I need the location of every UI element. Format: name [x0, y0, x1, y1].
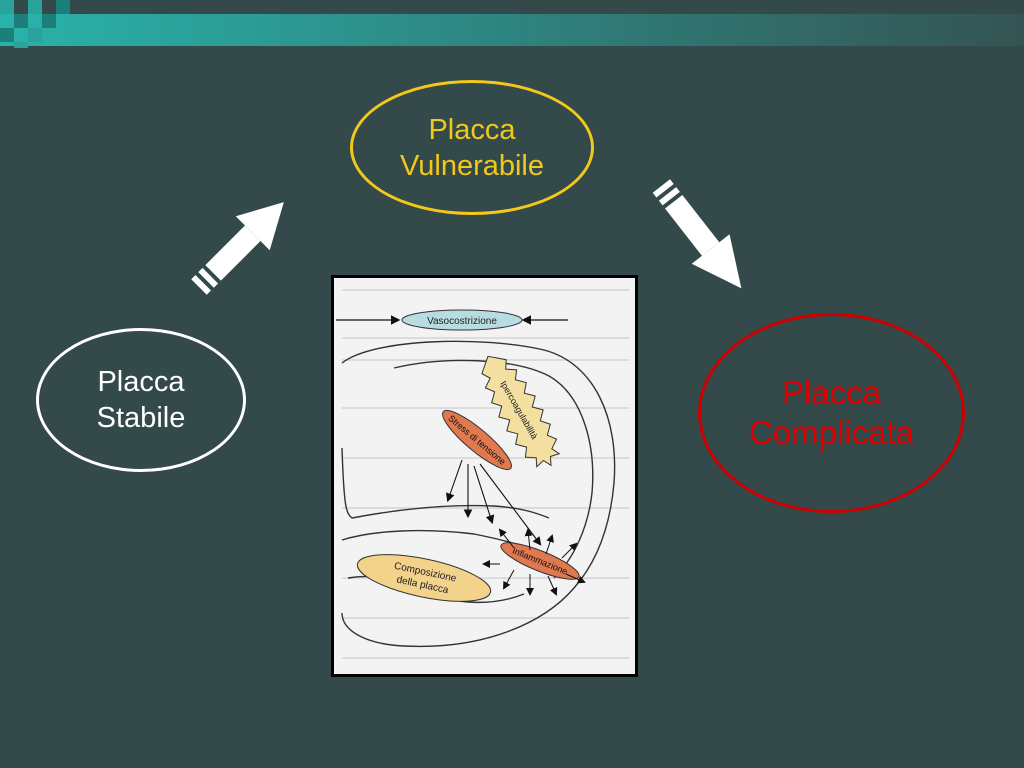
plaque-diagram-svg: Vasocostrizione Ipercoagulabilità Stress…: [336, 289, 629, 659]
node-label: Placca Complicata: [748, 374, 915, 451]
vessel-outline: [341, 340, 616, 648]
plaque-illustration: Vasocostrizione Ipercoagulabilità Stress…: [331, 275, 638, 677]
vasocostrizione-label: Vasocostrizione: [401, 309, 523, 331]
node-label: Placca Stabile: [96, 366, 186, 434]
svg-text:Vasocostrizione: Vasocostrizione: [427, 316, 497, 327]
node-label: Placca Vulnerabile: [399, 113, 545, 182]
node-placca-complicata: Placca Complicata: [698, 313, 965, 513]
node-placca-vulnerabile: Placca Vulnerabile: [350, 80, 594, 215]
composizione-label: Composizione della placca: [356, 554, 492, 602]
top-decorative-band: [0, 0, 1024, 48]
node-placca-stabile: Placca Stabile: [36, 328, 246, 472]
